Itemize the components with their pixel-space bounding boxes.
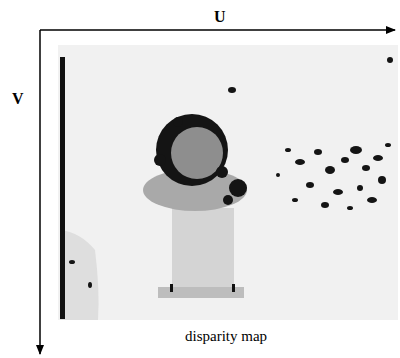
axis-label: U xyxy=(214,8,226,26)
border-bar xyxy=(60,57,65,319)
map-ground xyxy=(58,45,398,320)
object-chair xyxy=(143,114,247,298)
noise-dots xyxy=(69,57,393,288)
figure-caption: disparity map xyxy=(185,328,267,345)
u-axis-arrow xyxy=(40,29,395,31)
v-axis-arrow xyxy=(39,30,41,354)
axis-label: V xyxy=(12,90,24,108)
floor-region xyxy=(60,230,99,320)
